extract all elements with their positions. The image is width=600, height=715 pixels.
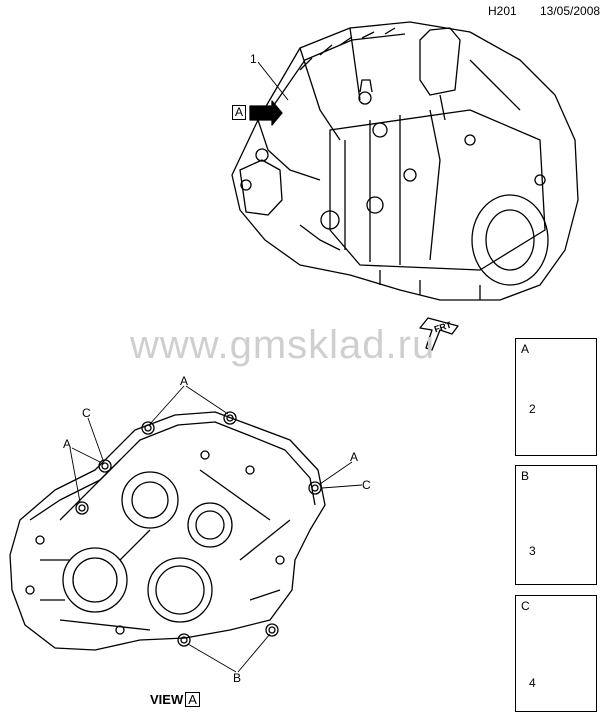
panel-a-letter: A	[521, 342, 530, 356]
callout-housing-b: B	[233, 671, 242, 685]
view-label-box: A	[185, 692, 200, 707]
diagram-code: H201	[488, 4, 517, 18]
panel-c-letter: C	[521, 599, 530, 613]
callout-housing-a-right: A	[350, 450, 359, 464]
view-label-text: VIEW	[150, 692, 184, 707]
callout-housing-c-right: C	[362, 478, 371, 492]
diagram-date: 13/05/2008	[540, 4, 600, 18]
transmission-assembly-illustration	[231, 21, 579, 301]
view-a-arrow	[249, 100, 283, 126]
watermark: www.gmsklad.ru	[130, 323, 436, 367]
panel-c-part-number: 4	[529, 676, 536, 690]
callout-part-1: 1	[250, 52, 257, 66]
callout-housing-a-top: A	[180, 374, 189, 388]
front-direction-arrow	[419, 317, 459, 351]
panel-b-part-number: 3	[529, 544, 536, 558]
housing-view-illustration	[9, 411, 326, 651]
callout-view-a: A	[232, 105, 247, 120]
panel-a: A 2	[515, 338, 597, 456]
panel-c: C 4	[515, 595, 597, 712]
panel-b-letter: B	[521, 469, 530, 483]
panel-b: B 3	[515, 465, 597, 585]
callout-housing-c-left: C	[82, 406, 91, 420]
panel-a-part-number: 2	[529, 402, 536, 416]
callout-housing-a-left: A	[63, 437, 72, 451]
